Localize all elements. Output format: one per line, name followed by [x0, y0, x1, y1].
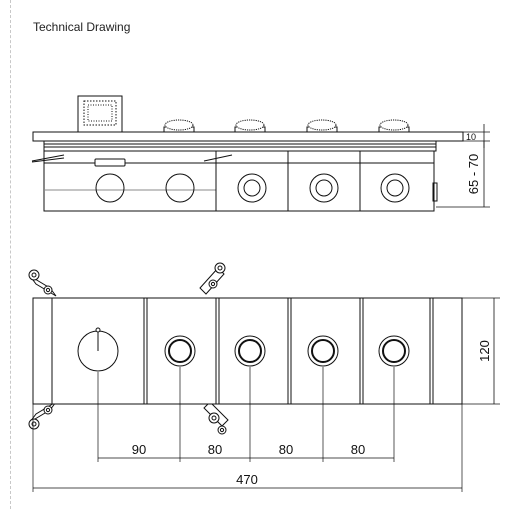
spacing-label-4: 80 [351, 442, 365, 457]
push-button-1 [164, 335, 196, 367]
top-square-box [77, 95, 123, 133]
dimension-height [462, 297, 500, 405]
height-label: 120 [477, 340, 492, 362]
knurled-knob-1 [163, 119, 195, 133]
spacing-label-2: 80 [208, 442, 222, 457]
push-button-3 [307, 335, 339, 367]
total-width-label: 470 [236, 472, 258, 487]
body-module-main [31, 150, 233, 212]
knurled-knob-4 [378, 119, 410, 133]
side-elevation-view [31, 95, 490, 212]
dimension-spacing-line [33, 457, 462, 489]
panel-dividers [51, 298, 434, 404]
thermostat-knob [77, 327, 119, 372]
push-button-4 [378, 335, 410, 367]
front-elevation-view [28, 262, 500, 492]
body-module-4 [359, 150, 438, 212]
knurled-knob-3 [306, 119, 338, 133]
body-module-2 [215, 150, 289, 212]
mounting-bracket-top-right [199, 262, 226, 295]
page-edge-rule [10, 0, 11, 509]
spacing-label-1: 90 [132, 442, 146, 457]
spacing-label-3: 80 [279, 442, 293, 457]
dimension-depth [436, 141, 490, 208]
page-title: Technical Drawing [33, 20, 131, 34]
push-button-2 [234, 335, 266, 367]
knurled-knob-2 [234, 119, 266, 133]
mounting-bracket-bottom-left [28, 401, 57, 430]
cover-plate [32, 131, 464, 142]
extension-lines [32, 367, 463, 492]
body-module-3 [287, 150, 361, 212]
plate-thickness-label: 10 [466, 132, 476, 142]
mounting-bracket-top-left [28, 269, 57, 297]
depth-range-label: 65 - 70 [466, 154, 481, 194]
gasket-strip [43, 140, 437, 152]
mounting-bracket-bottom-right [203, 401, 229, 435]
